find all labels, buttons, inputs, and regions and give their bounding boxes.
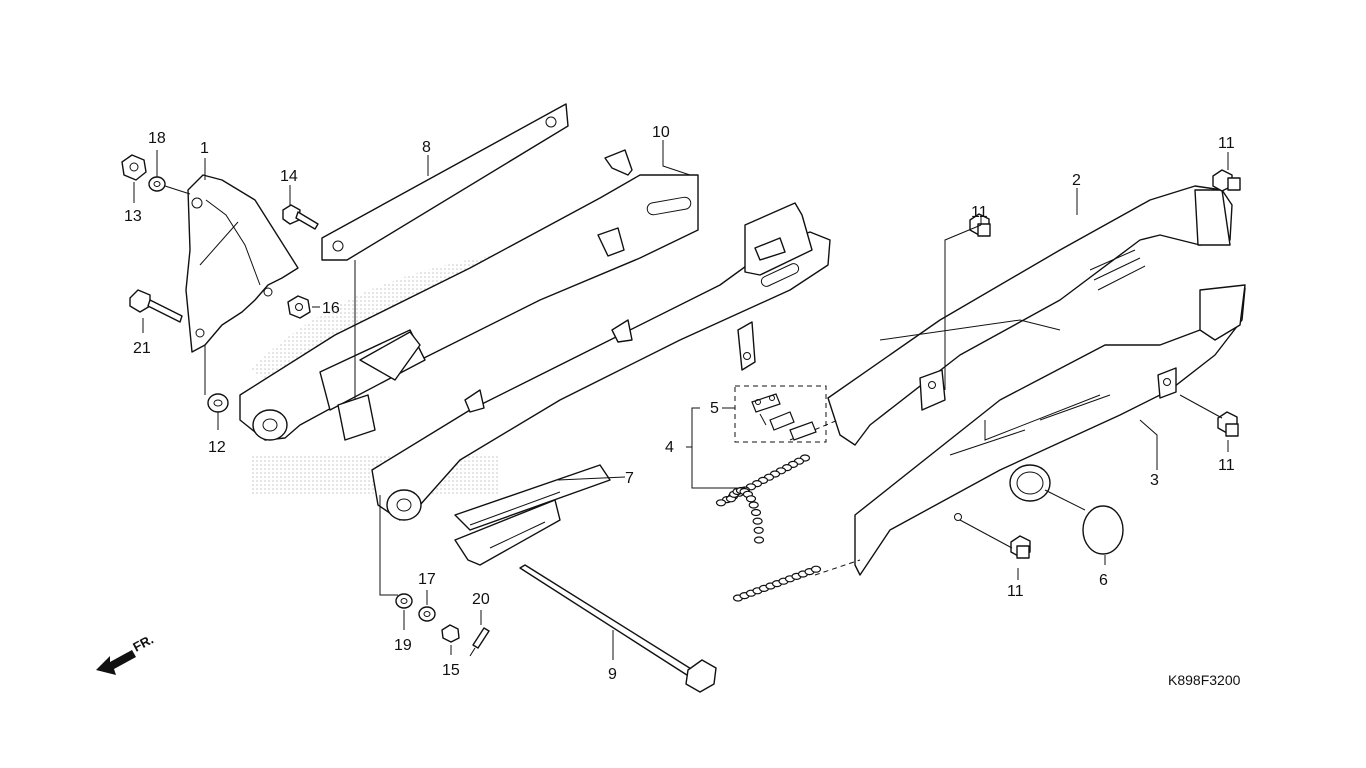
callout-17: 17: [418, 571, 436, 588]
callout-20: 20: [472, 591, 490, 608]
callout-2: 2: [1072, 172, 1081, 189]
callout-7: 7: [625, 470, 634, 487]
part-19-washer[interactable]: [395, 593, 413, 609]
callout-5: 5: [710, 400, 719, 417]
part-1-swingarm-guard[interactable]: [185, 174, 299, 353]
callout-15: 15: [442, 662, 460, 679]
part-6-inspection-cap[interactable]: [1082, 505, 1124, 555]
callout-11-lower: 11: [1007, 583, 1024, 600]
part-3-lower-chain-case[interactable]: [854, 284, 1246, 576]
chain-link: [753, 526, 764, 534]
direction-label: FR.: [130, 632, 156, 655]
callout-18: 18: [148, 130, 166, 147]
part-14-bolt[interactable]: [282, 204, 319, 230]
chain-link: [748, 501, 759, 509]
leader-lines: [133, 140, 1229, 660]
part-18-washer[interactable]: [148, 176, 166, 192]
chain-link: [715, 499, 727, 507]
callout-1: 1: [200, 140, 209, 157]
chain-link: [810, 565, 822, 573]
callout-6: 6: [1099, 572, 1108, 589]
callout-14: 14: [280, 168, 298, 185]
drawing-code: K898F3200: [1168, 672, 1241, 688]
part-2-upper-chain-case[interactable]: [827, 185, 1233, 446]
callout-12: 12: [208, 439, 226, 456]
callout-13: 13: [124, 208, 142, 225]
chain-link: [753, 536, 765, 544]
callout-19: 19: [394, 637, 412, 654]
callout-11-right: 11: [1218, 457, 1235, 474]
part-9-pivot-bolt[interactable]: [519, 564, 717, 693]
part-21-bolt[interactable]: [129, 289, 183, 323]
callout-8: 8: [422, 139, 431, 156]
callout-11-upper-right: 11: [1218, 135, 1235, 152]
part-11-bolt-upper-right[interactable]: [1212, 169, 1241, 192]
callout-10: 10: [652, 124, 670, 141]
callout-11-upper-mid: 11: [971, 204, 988, 221]
chain-link: [745, 495, 757, 503]
chain-guide-line-lower: [814, 559, 861, 576]
part-16-nut[interactable]: [287, 295, 311, 319]
callout-labels: 1 18 13 14 8 10 16 21 12 7 17 20 19 15 9…: [124, 124, 1235, 683]
part-11-bolt-right[interactable]: [1217, 411, 1239, 437]
part-17-washer[interactable]: [418, 606, 436, 622]
part-7-chain-slider[interactable]: [454, 464, 611, 566]
part-12-washer[interactable]: [207, 393, 229, 413]
part-13-flange-nut[interactable]: [121, 154, 147, 181]
part-5-chain-master-link[interactable]: [734, 385, 827, 443]
part-11-bolt-upper-mid[interactable]: [969, 213, 991, 237]
chain-link: [750, 508, 762, 517]
callout-3: 3: [1150, 472, 1159, 489]
part-15-nut[interactable]: [441, 624, 460, 643]
callout-4: 4: [665, 439, 674, 456]
front-direction-arrow: FR.: [96, 632, 156, 675]
part-11-bolt-lower[interactable]: [1010, 535, 1031, 559]
callout-16: 16: [322, 300, 340, 317]
part-8-chain-slider-bar[interactable]: [321, 103, 569, 261]
chain-link: [752, 517, 763, 525]
callout-9: 9: [608, 666, 617, 683]
callout-21: 21: [133, 340, 151, 357]
part-20-cotter-pin[interactable]: [469, 627, 490, 657]
part-4-drive-chain[interactable]: [715, 454, 822, 602]
